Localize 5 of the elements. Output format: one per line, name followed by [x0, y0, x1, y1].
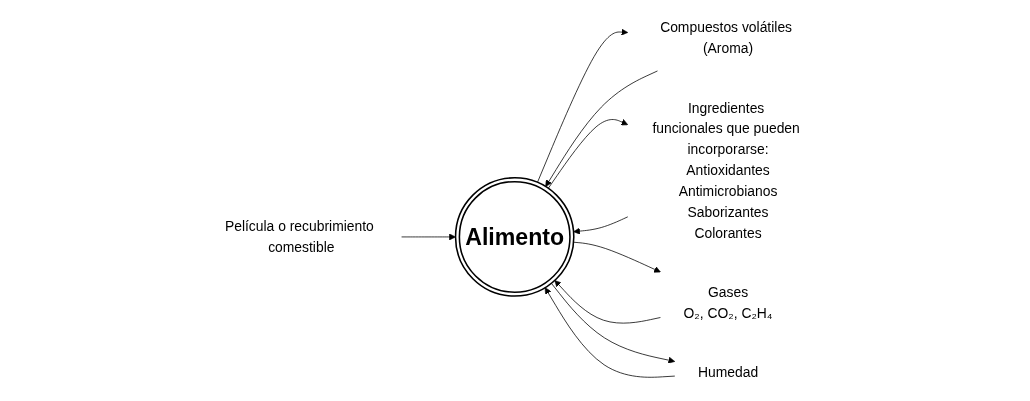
node-text: Compuestos volátiles (Aroma) [660, 20, 793, 57]
node-text: Gases O₂, CO₂, C₂H₄ [683, 284, 773, 321]
node-text: Humedad [698, 364, 759, 381]
node-text: Ingredientes funcionales que pueden incorporarse: Antioxidantes Antimicrobianos Saborizantes Colorantes [652, 100, 801, 241]
node-text: Película o recubrimiento comestible [225, 218, 375, 255]
